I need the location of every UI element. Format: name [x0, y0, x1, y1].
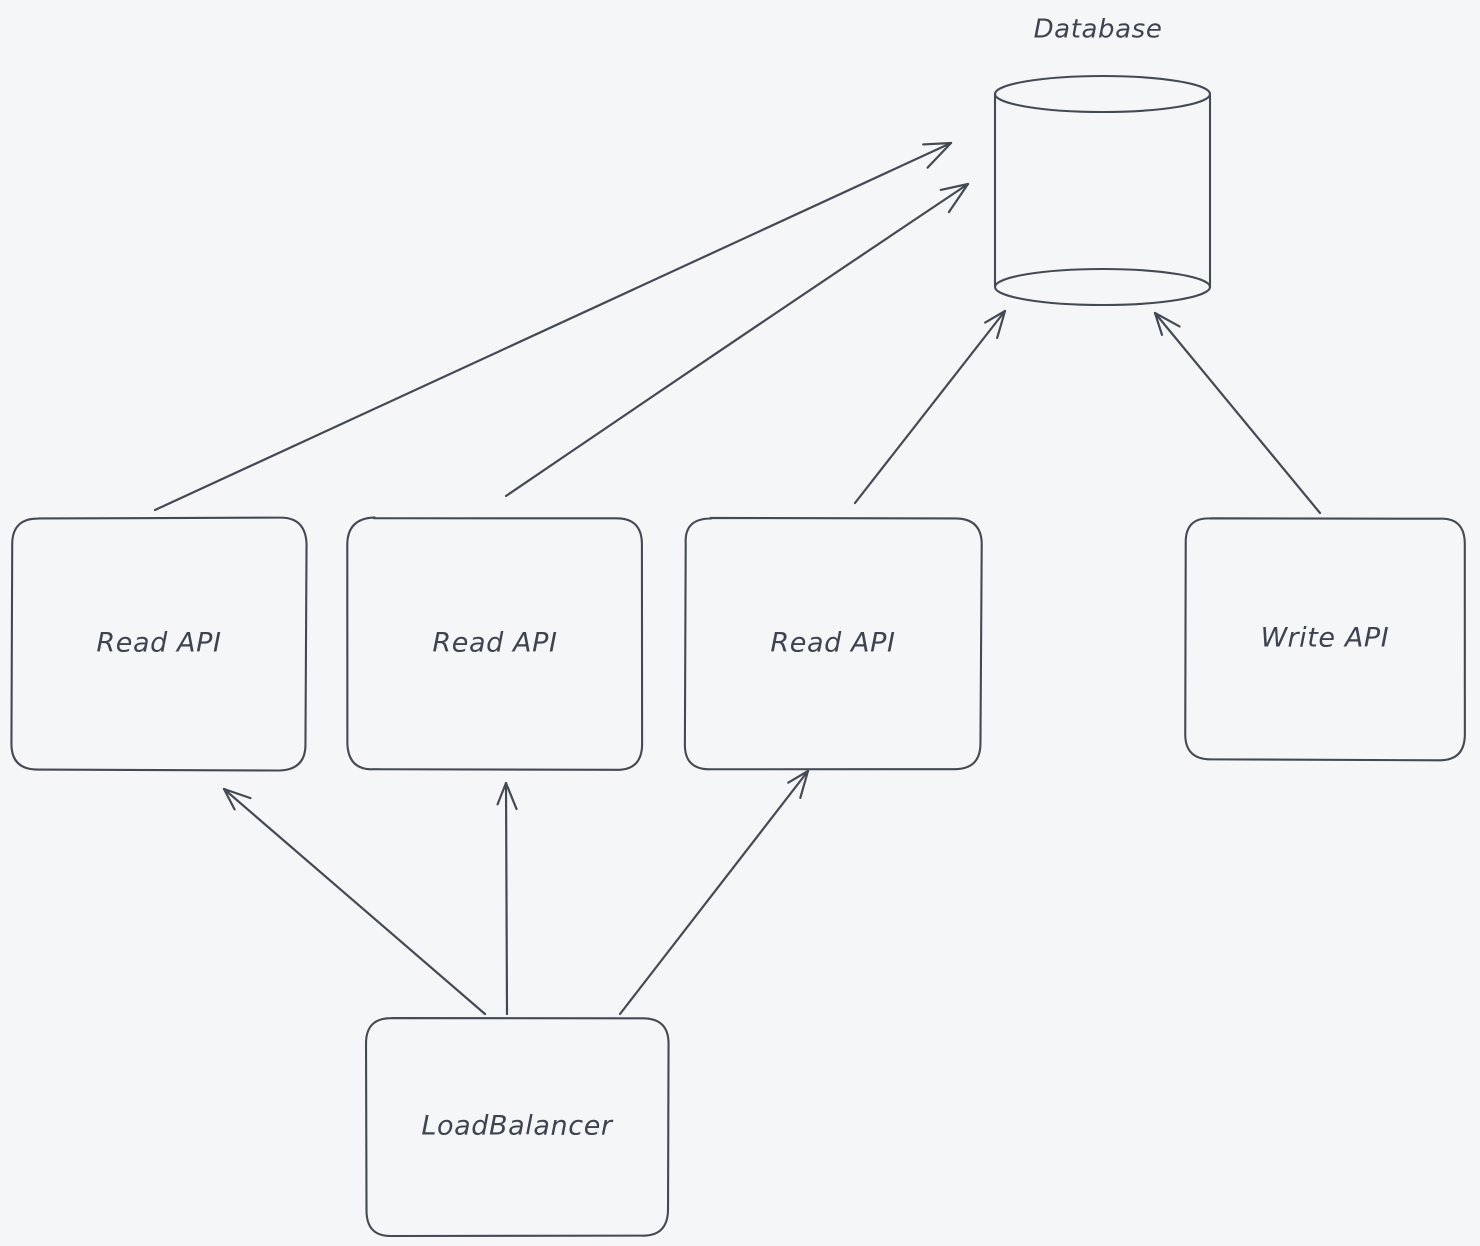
arrow-head-stroke [996, 309, 1007, 339]
node-load-balancer[interactable] [364, 1017, 670, 1238]
node-box[interactable] [10, 516, 308, 772]
node-label-load-balancer: LoadBalancer [421, 1111, 614, 1142]
cylinder-body [993, 94, 1212, 287]
node-box[interactable] [1184, 517, 1466, 762]
labels-layer: Database Read API Read API Read API Write A… [96, 15, 1390, 1142]
node-read-api-3[interactable] [683, 516, 983, 771]
edge-line [153, 141, 953, 512]
arrow-head-group [939, 182, 970, 214]
node-box[interactable] [364, 1017, 670, 1238]
arrow-head-stroke [222, 787, 252, 800]
arrow-head-stroke [926, 141, 953, 169]
edge-edge-lb-read1 [222, 787, 487, 1016]
edge-edge-read1-db [153, 141, 953, 512]
node-label-read-api-1: Read API [96, 628, 221, 659]
edges-layer [153, 141, 1322, 1016]
arrow-head-group [787, 769, 810, 800]
edge-edge-lb-read3 [618, 769, 810, 1016]
edge-edge-write-db [1153, 311, 1322, 515]
arrow-head-stroke [922, 141, 953, 146]
arrow-head-group [1153, 311, 1181, 336]
node-label-read-api-3: Read API [770, 628, 895, 659]
edge-line [853, 309, 1007, 505]
node-label-write-api: Write API [1261, 623, 1390, 654]
arrow-head-group [984, 309, 1007, 339]
edge-line [1153, 311, 1322, 515]
node-box[interactable] [346, 516, 644, 771]
node-read-api-1[interactable] [10, 516, 308, 772]
node-write-api[interactable] [1184, 517, 1466, 762]
arrow-head-stroke [939, 182, 970, 192]
node-read-api-2[interactable] [346, 516, 644, 771]
node-box[interactable] [683, 516, 983, 771]
nodes-layer [10, 74, 1466, 1238]
arrow-head-group [222, 787, 252, 811]
database-title-label: Database [1034, 15, 1163, 45]
arrow-head-group [922, 141, 953, 169]
arrow-head-stroke [1153, 311, 1164, 336]
cylinder-top [993, 74, 1212, 114]
arrow-head-stroke [1153, 311, 1181, 328]
arrow-head-group [496, 781, 518, 811]
edge-edge-read2-db [504, 182, 970, 498]
edge-line [222, 787, 487, 1016]
arrow-head-stroke [984, 309, 1007, 324]
arrow-head-stroke [799, 769, 810, 800]
arrow-head-stroke [222, 787, 236, 811]
edge-edge-lb-read2 [496, 781, 518, 1016]
cylinder-bottom [993, 267, 1212, 307]
edge-line [504, 182, 970, 498]
node-label-read-api-2: Read API [432, 628, 557, 659]
arrow-head-stroke [496, 781, 508, 806]
arrow-head-stroke [504, 781, 518, 811]
edge-line [618, 769, 810, 1016]
edge-edge-read3-db [853, 309, 1007, 505]
arrow-head-stroke [947, 182, 970, 214]
node-database[interactable] [993, 74, 1212, 307]
arrow-head-stroke [787, 769, 810, 784]
edge-line [504, 781, 509, 1016]
